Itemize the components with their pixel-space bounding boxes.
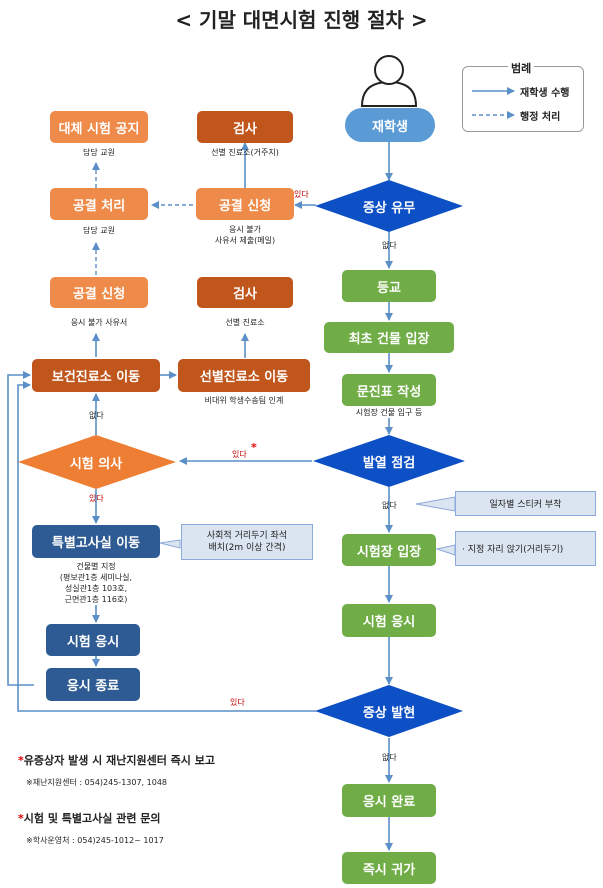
callout-sticker: 일자별 스티커 부착: [455, 491, 596, 516]
callout-seat: · 지정 자리 앉기(거리두기): [455, 531, 596, 566]
person-icon: [360, 55, 418, 107]
legend-heading: 범례: [508, 60, 535, 76]
arrow-end-to-health: [7, 371, 34, 686]
callout-distancing-line2: 배치(2m 이상 간격): [208, 543, 286, 553]
note-alt-exam-notice: 담당 교원: [83, 148, 115, 157]
label-yes-intention: 있다: [89, 494, 104, 503]
diamond-symptom-onset: [315, 685, 463, 737]
note-absence-apply-left: 응시 불가 사유서: [70, 318, 128, 327]
note-absence-apply-right-2: 사유서 제출(메일): [214, 236, 276, 245]
legend-dashed-label: 행정 처리: [520, 112, 561, 123]
diamond-exam-intention: [18, 435, 176, 489]
node-exam-intention: 시험 의사: [69, 456, 123, 472]
node-take-exam-main: 시험 응시: [342, 604, 436, 637]
node-absence-apply-right: 공결 신청: [196, 188, 294, 220]
node-go-home: 즉시 귀가: [342, 852, 436, 884]
note-special-room-4: 근면관1층 116호): [64, 595, 128, 604]
page-title: < 기말 대면시험 진행 절차 >: [175, 8, 428, 32]
callout-pointer-distancing: [159, 539, 181, 549]
node-symptom-check: 증상 유무: [362, 200, 416, 216]
node-exam-room-entry: 시험장 입장: [342, 534, 436, 566]
note-special-room-3: 성실관1층 103호,: [64, 584, 128, 593]
node-health-center-move: 보건진료소 이동: [32, 359, 160, 392]
footnote-inquiry-sub: ※학사운영처 : 054)245-1012~ 1017: [26, 836, 164, 845]
footnote-inquiry-text: 시험 및 특별고사실 관련 문의: [23, 812, 161, 825]
label-star-fever: *: [251, 441, 257, 454]
label-yes-onset: 있다: [230, 698, 245, 707]
note-special-room-2: (평보관1층 세미나실,: [59, 573, 133, 582]
label-no-onset: 없다: [382, 753, 397, 762]
node-fever-check: 발열 점검: [362, 455, 416, 471]
node-school-arrival: 등교: [342, 270, 436, 302]
node-first-entry: 최초 건물 입장: [324, 322, 454, 353]
footnote-report: *유증상자 발생 시 재난지원센터 즉시 보고: [18, 752, 215, 768]
label-yes-symptom: 있다: [294, 190, 309, 199]
note-test-mid: 선별 진료소: [225, 318, 265, 327]
node-special-room-move: 특별고사실 이동: [32, 525, 160, 558]
label-yes-fever: 있다: [232, 450, 247, 459]
node-test-mid: 검사: [197, 277, 293, 308]
node-exam-complete: 응시 완료: [342, 784, 436, 817]
node-alt-exam-notice: 대체 시험 공지: [50, 111, 148, 143]
label-no-fever: 없다: [382, 501, 397, 510]
node-screening-center-move: 선별진료소 이동: [178, 359, 310, 392]
node-symptom-onset: 증상 발현: [362, 705, 416, 721]
node-absence-apply-left: 공결 신청: [50, 277, 148, 308]
label-no-symptom: 없다: [382, 241, 397, 250]
note-special-room-1: 건물별 지정: [76, 562, 116, 571]
footnote-report-text: 유증상자 발생 시 재난지원센터 즉시 보고: [23, 754, 215, 767]
diamond-symptom-check: [315, 180, 463, 232]
callout-pointer-seat: [435, 544, 456, 556]
footnote-report-sub: ※재난지원센터 : 054)245-1307, 1048: [26, 778, 167, 787]
diamond-fever-check: [313, 435, 465, 487]
node-exam-end: 응시 종료: [46, 668, 140, 701]
node-questionnaire: 문진표 작성: [342, 374, 436, 406]
footnote-inquiry: *시험 및 특별고사실 관련 문의: [18, 810, 161, 826]
node-student: 재학생: [345, 108, 435, 142]
callout-pointer-sticker: [415, 496, 456, 512]
node-test-top: 검사: [197, 111, 293, 143]
label-no-intention: 없다: [89, 411, 104, 420]
legend-solid-label: 재학생 수행: [520, 88, 570, 99]
note-screening-center-move: 비대위 학생수송팀 인계: [204, 396, 284, 405]
note-absence-process: 담당 교원: [83, 226, 115, 235]
arrow-onset-to-health: [17, 381, 316, 712]
node-absence-process: 공결 처리: [50, 188, 148, 220]
note-questionnaire: 시험장 건물 입구 등: [355, 408, 423, 417]
node-take-exam-special: 시험 응시: [46, 624, 140, 656]
callout-distancing: 사회적 거리두기 좌석 배치(2m 이상 간격): [181, 524, 313, 560]
footnote-report-star: *: [18, 754, 24, 767]
note-absence-apply-right-1: 응시 불가: [229, 225, 261, 234]
callout-distancing-line1: 사회적 거리두기 좌석: [206, 530, 288, 541]
footnote-inquiry-star: *: [18, 812, 24, 825]
note-test-top: 선별 진료소(거주지): [211, 148, 279, 157]
